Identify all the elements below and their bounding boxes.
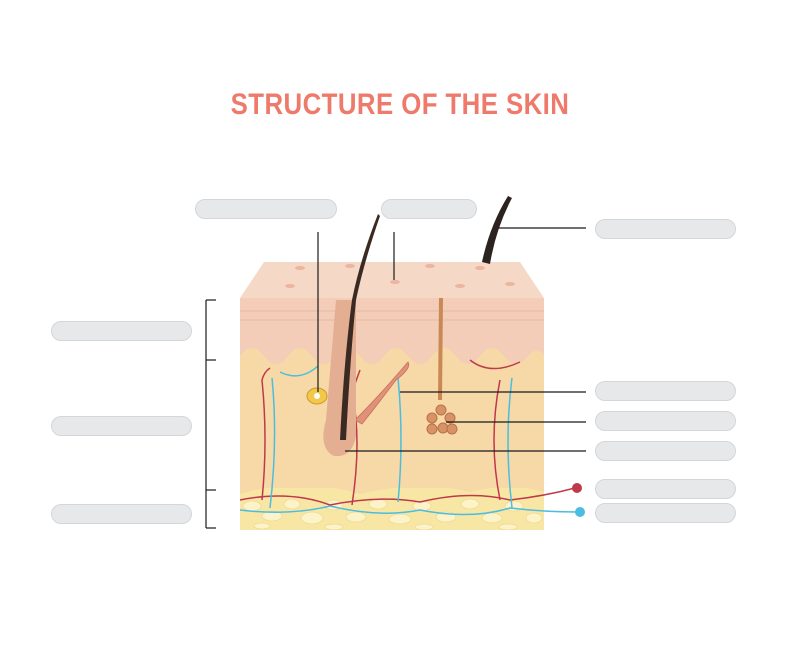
label-right-1[interactable]: [595, 381, 736, 401]
pores: [285, 264, 515, 288]
page-title: STRUCTURE OF THE SKIN: [230, 88, 570, 121]
hair-follicle: [323, 214, 380, 457]
hair-strand-main: [340, 214, 380, 440]
label-top-center[interactable]: [381, 199, 477, 219]
artery-end-dot-icon: [572, 483, 582, 493]
arrector-pili-muscle: [354, 361, 410, 425]
layer-bracket: [205, 299, 216, 529]
vein: [239, 505, 579, 516]
skin-block: [240, 262, 544, 530]
fat-cells: [242, 498, 542, 530]
label-top-left[interactable]: [195, 199, 337, 219]
papillary-edge: [240, 348, 544, 364]
label-top-right[interactable]: [595, 219, 736, 239]
label-right-4[interactable]: [595, 479, 736, 499]
leader-lines: [317, 227, 586, 452]
label-left-bottom[interactable]: [51, 504, 192, 524]
dermis-layer: [240, 348, 544, 488]
label-left-top[interactable]: [51, 321, 192, 341]
label-right-5[interactable]: [595, 503, 736, 523]
sweat-gland: [426, 297, 458, 435]
sebaceous-gland: [306, 387, 328, 405]
vein-end-dot-icon: [575, 507, 585, 517]
label-left-middle[interactable]: [51, 416, 192, 436]
label-right-2[interactable]: [595, 411, 736, 431]
epidermis-layer: [240, 298, 544, 348]
epidermis-top-surface: [240, 262, 544, 298]
hair-strand-icon: [482, 196, 512, 264]
artery: [239, 487, 576, 506]
label-right-3[interactable]: [595, 441, 736, 461]
